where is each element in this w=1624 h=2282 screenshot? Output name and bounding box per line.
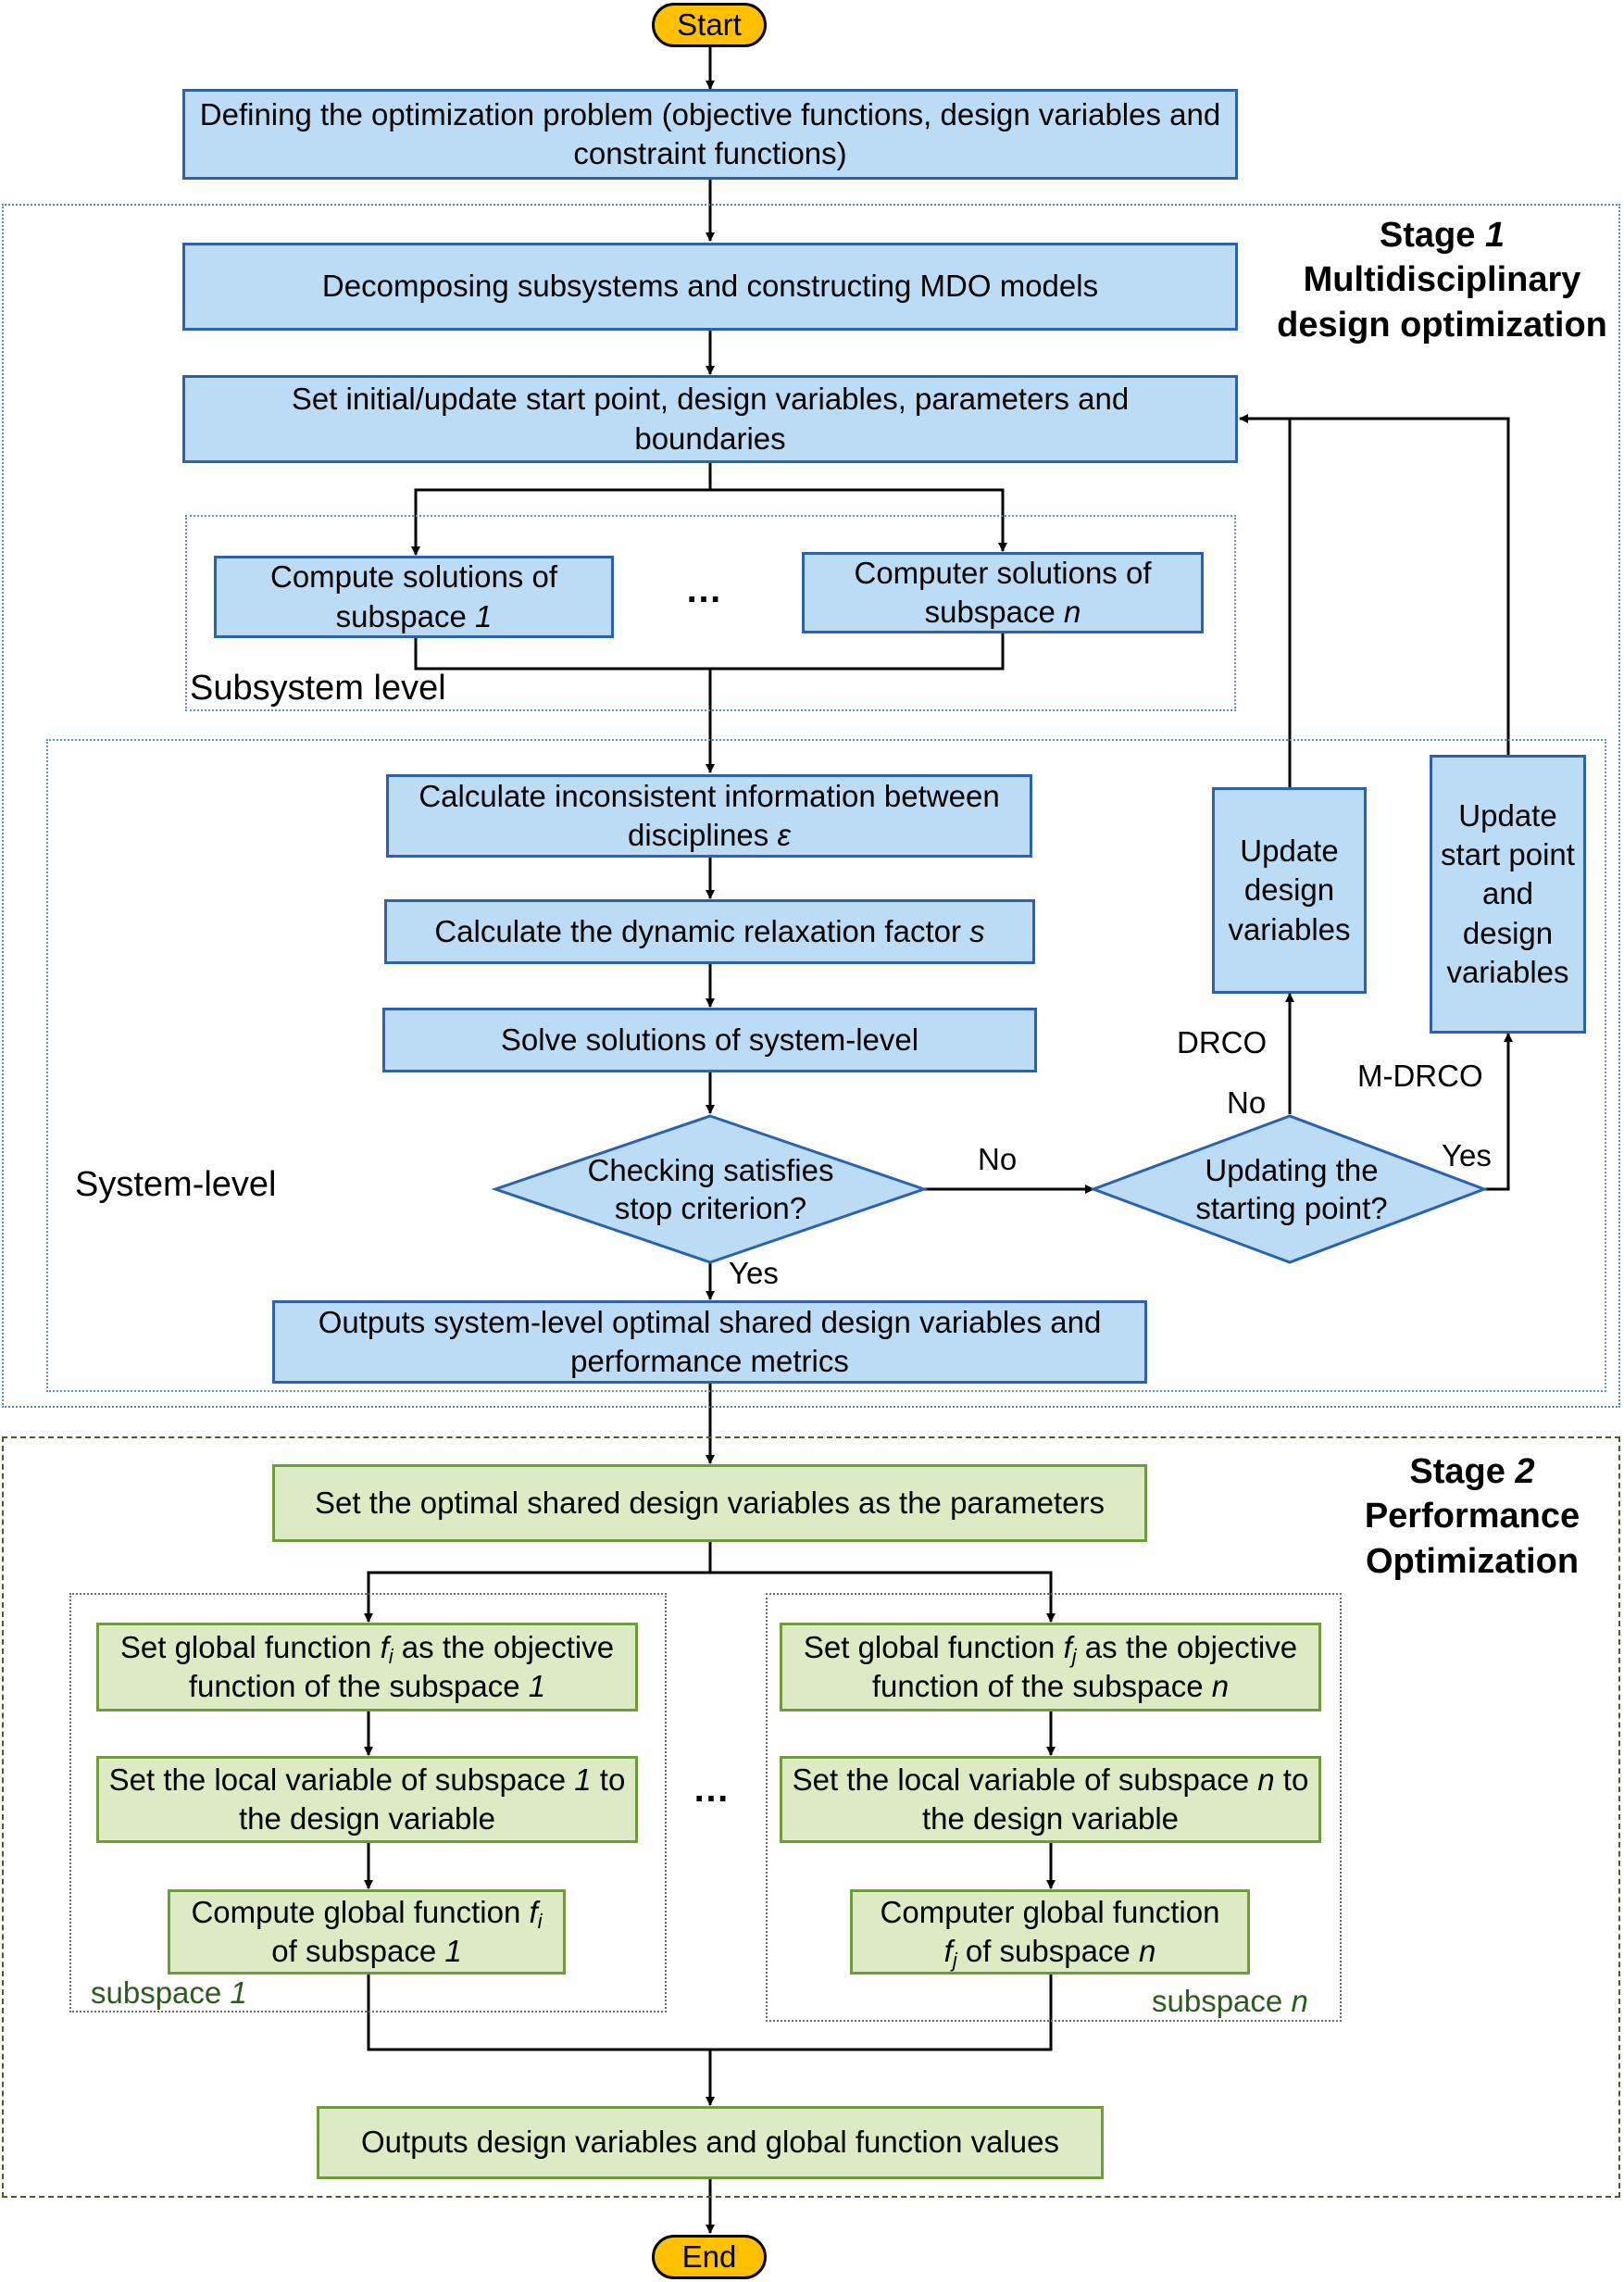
decision-updating-diamond (1089, 1114, 1489, 1264)
outputs-system-text: Outputs system-level optimal shared desi… (318, 1304, 1102, 1378)
right-local-variable-text: Set the local variable of subspace n to … (792, 1762, 1309, 1836)
stage1-title: Stage 1 Multidisciplinary design optimiz… (1277, 216, 1607, 345)
yes-label-updating: Yes (1442, 1138, 1492, 1172)
drco-label: DRCO (1177, 1025, 1268, 1060)
updating-start-text: Updating the starting point? (1195, 1152, 1388, 1225)
arrow-feedback-sp (1290, 417, 1510, 755)
mdrco-label: M-DRCO (1357, 1059, 1483, 1093)
calc-relaxation-box: Calculate the dynamic relaxation factor … (384, 899, 1035, 964)
update-design-variables-text: Update design variables (1228, 834, 1351, 947)
start-terminal: Start (652, 3, 767, 47)
right-global-function-box: Set global function fj as the objective … (780, 1623, 1321, 1712)
arrow-split-right (710, 1571, 1056, 1623)
subspace-n-frame (766, 1593, 1342, 2022)
calc-inconsistent-text: Calculate inconsistent information betwe… (418, 778, 1000, 852)
stage2-frame (2, 1436, 1620, 2198)
left-global-function-text: Set global function fi as the objective … (119, 1629, 615, 1703)
subspace-ellipsis-stage2: … (693, 1769, 731, 1810)
subspace-1-compute-text: Compute solutions of subspace 1 (269, 559, 557, 633)
update-design-variables-box: Update design variables (1212, 787, 1367, 994)
decision-check-diamond (491, 1114, 929, 1264)
define-problem-box: Defining the optimization problem (objec… (182, 89, 1238, 180)
outputs-final-box: Outputs design variables and global func… (317, 2106, 1104, 2179)
right-compute-global-box: Computer global function fj of subspace … (850, 1889, 1250, 1975)
subspace-1-frame (69, 1593, 667, 2012)
calc-inconsistent-box: Calculate inconsistent information betwe… (386, 774, 1032, 858)
arrow-split-subspace-n (710, 488, 1007, 552)
no-label-updating: No (1227, 1085, 1267, 1120)
update-start-point-box: Update start point and design variables (1430, 755, 1586, 1034)
subsystem-level-frame (185, 515, 1236, 711)
left-compute-global-box: Compute global function fi of subspace 1 (168, 1889, 566, 1975)
right-compute-global-text: Computer global function fj of subspace … (880, 1894, 1220, 1972)
check-criterion-text: Checking satisfies stop criterion? (587, 1152, 834, 1225)
arrow-split-subspaces (411, 463, 712, 556)
subspace-ellipsis: … (685, 570, 724, 610)
right-local-variable-box: Set the local variable of subspace n to … (780, 1756, 1321, 1843)
solve-system-box: Solve solutions of system-level (382, 1008, 1037, 1072)
set-optimal-box: Set the optimal shared design variables … (272, 1464, 1147, 1542)
update-start-point-text: Update start point and design variables (1441, 797, 1575, 989)
stage2-title: Stage 2 Performance Optimization (1364, 1452, 1580, 1581)
set-initial-box: Set initial/update start point, design v… (182, 375, 1238, 463)
subspace-n-compute-box: Computer solutions of subspace n (802, 552, 1204, 633)
calc-relaxation-text: Calculate the dynamic relaxation factor … (434, 913, 985, 948)
solve-system-text: Solve solutions of system-level (500, 1022, 919, 1057)
left-global-function-box: Set global function fi as the objective … (96, 1623, 638, 1712)
subspace-1-label: subspace 1 (91, 1975, 247, 2010)
outputs-final-text: Outputs design variables and global func… (361, 2125, 1059, 2160)
left-local-variable-box: Set the local variable of subspace 1 to … (96, 1756, 638, 1843)
system-level-frame (46, 739, 1606, 1392)
subsystem-level-label: Subsystem level (190, 669, 446, 708)
right-global-function-text: Set global function fj as the objective … (803, 1629, 1298, 1703)
arrow-updating-mdrco (1484, 1033, 1513, 1191)
set-optimal-text: Set the optimal shared design variables … (315, 1485, 1105, 1520)
stage1-frame (2, 204, 1620, 1408)
subspace-n-label: subspace n (1152, 1984, 1308, 2018)
outputs-system-box: Outputs system-level optimal shared desi… (272, 1300, 1147, 1384)
define-problem-text: Defining the optimization problem (objec… (199, 96, 1221, 170)
arrow-split-left (364, 1542, 712, 1623)
subspace-n-compute-text: Computer solutions of subspace n (854, 555, 1152, 629)
left-compute-global-text: Compute global function fi of subspace 1 (191, 1894, 543, 1968)
yes-label-check: Yes (729, 1256, 779, 1290)
subspace-1-compute-box: Compute solutions of subspace 1 (214, 556, 614, 638)
system-level-label: System-level (75, 1165, 277, 1204)
decompose-box: Decomposing subsystems and constructing … (182, 243, 1238, 331)
left-local-variable-text: Set the local variable of subspace 1 to … (108, 1762, 626, 1836)
decompose-text: Decomposing subsystems and constructing … (321, 269, 1099, 304)
no-label-check: No (978, 1142, 1018, 1176)
set-initial-text: Set initial/update start point, design v… (291, 382, 1130, 456)
end-terminal: End (652, 2235, 767, 2279)
